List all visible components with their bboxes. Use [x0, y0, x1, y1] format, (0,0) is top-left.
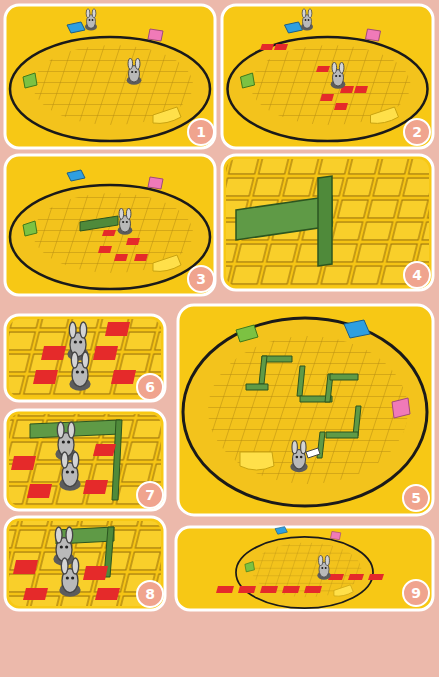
panel-4	[222, 155, 433, 290]
panel	[176, 527, 433, 610]
board	[10, 170, 210, 289]
panel-9	[176, 527, 433, 610]
panel-6	[5, 315, 165, 401]
robot	[331, 62, 346, 89]
callout-number: 4	[403, 261, 431, 289]
robot	[290, 441, 307, 472]
red-squares	[260, 44, 368, 110]
board	[228, 22, 428, 141]
panel-5	[178, 305, 433, 515]
panel	[178, 305, 433, 515]
panel	[5, 5, 215, 148]
board	[183, 318, 427, 506]
panel-8	[5, 517, 165, 610]
green-piece	[236, 325, 258, 342]
panel-1	[5, 5, 215, 148]
panel	[5, 155, 215, 295]
panel	[5, 517, 165, 610]
panel-2	[222, 5, 433, 148]
wall	[80, 216, 118, 231]
robot-arm	[306, 448, 320, 458]
robot	[118, 208, 133, 235]
robot	[85, 9, 97, 31]
yellow-piece	[240, 452, 274, 470]
callout-number: 8	[136, 580, 164, 608]
grid	[208, 336, 408, 484]
robot	[69, 352, 90, 391]
callout-number: 6	[136, 373, 164, 401]
wall	[112, 420, 122, 500]
robot	[59, 558, 80, 597]
panel	[5, 410, 165, 510]
callout-number: 9	[402, 579, 430, 607]
panel-3	[5, 155, 215, 295]
robot	[127, 58, 142, 85]
panel-7	[5, 410, 165, 510]
wall	[318, 176, 332, 266]
pink-piece	[392, 398, 410, 418]
blue-piece	[344, 320, 370, 338]
panel	[5, 315, 165, 401]
robot	[59, 452, 80, 491]
callout-number: 5	[402, 484, 430, 512]
robot	[301, 9, 313, 31]
red-squares	[216, 574, 384, 593]
board	[236, 527, 373, 609]
panel	[222, 5, 433, 148]
callout-number: 2	[403, 118, 431, 146]
red-squares	[11, 444, 116, 498]
callout-number: 3	[187, 265, 215, 293]
panel	[222, 155, 433, 290]
callout-number: 1	[187, 118, 215, 146]
grid-closeup	[226, 159, 429, 286]
robot	[317, 556, 330, 580]
callout-number: 7	[136, 481, 164, 509]
board	[10, 22, 210, 141]
